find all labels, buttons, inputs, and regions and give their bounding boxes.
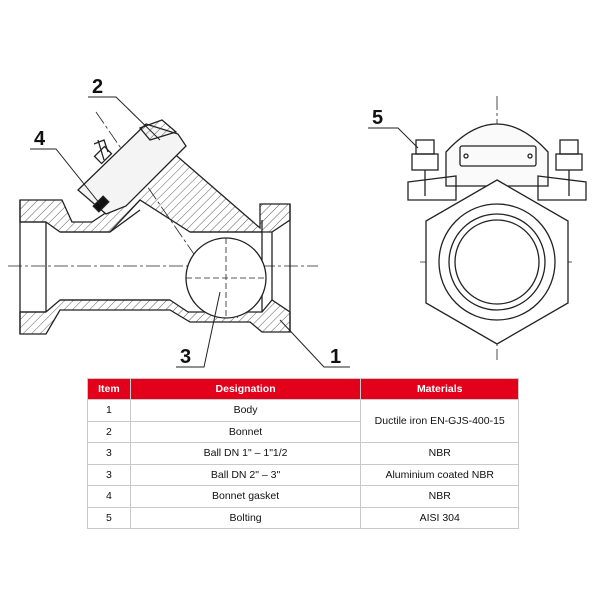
nameplate-rivet-left: [463, 153, 469, 159]
end-bolt-right: [555, 139, 583, 196]
section-view: [8, 96, 350, 368]
nameplate: [459, 145, 537, 167]
end-view: [368, 96, 587, 360]
bolt-nut: [93, 145, 113, 165]
inner-thread-ring: [448, 213, 546, 311]
leader-4: [30, 148, 101, 205]
spec-table: Item Designation Materials 1 Body Ductil…: [87, 378, 519, 529]
row-material: Aluminium coated NBR: [360, 463, 519, 486]
row-material-merged: Ductile iron EN-GJS-400-15: [360, 399, 519, 443]
row-material: NBR: [360, 485, 519, 508]
inner-bore: [60, 209, 262, 301]
valve-drawing: 2 4 3 1 5: [8, 76, 587, 368]
bonnet-dome: [445, 123, 549, 187]
end-bolt-left: [411, 139, 439, 196]
row-item: 3: [87, 463, 131, 486]
left-end: [19, 200, 47, 334]
callout-2: 2: [92, 76, 103, 98]
table-row: 4 Bonnet gasket NBR: [87, 485, 519, 508]
leader-1: [279, 319, 350, 368]
row-item: 4: [87, 485, 131, 508]
table-row: 3 Ball DN 2" – 3" Aluminium coated NBR: [87, 463, 519, 486]
table-header-row: Item Designation Materials: [87, 378, 519, 400]
row-material: NBR: [360, 442, 519, 465]
table-row: 5 Bolting AISI 304: [87, 506, 519, 529]
row-item: 2: [87, 420, 131, 443]
row-item: 3: [87, 442, 131, 465]
leader-3: [176, 291, 221, 368]
hex-end: [425, 179, 569, 345]
outer-thread-ring: [438, 203, 556, 321]
header-materials: Materials: [360, 378, 519, 400]
row-item: 5: [87, 506, 131, 529]
flange-tab-right: [537, 175, 587, 201]
header-designation: Designation: [129, 378, 362, 400]
header-item: Item: [87, 378, 131, 400]
table-row: 1 Body Ductile iron EN-GJS-400-15: [87, 399, 519, 443]
bonnet: [77, 123, 187, 215]
row-item: 1: [87, 399, 131, 422]
flange-tab-left: [407, 175, 457, 201]
callout-4: 4: [34, 128, 46, 150]
callout-1: 1: [330, 346, 341, 368]
callout-5: 5: [372, 107, 383, 129]
row-designation: Bonnet gasket: [129, 485, 362, 508]
row-designation: Bolting: [129, 506, 362, 529]
row-designation: Ball DN 1" – 1"1/2: [129, 442, 362, 465]
row-designation: Bonnet: [129, 420, 362, 443]
table-row: 3 Ball DN 1" – 1"1/2 NBR: [87, 442, 519, 465]
bore: [454, 219, 540, 305]
nameplate-rivet-right: [527, 153, 533, 159]
row-material: AISI 304: [360, 506, 519, 529]
callout-3: 3: [180, 346, 191, 368]
leader-2: [88, 96, 161, 141]
row-designation: Ball DN 2" – 3": [129, 463, 362, 486]
row-designation: Body: [129, 399, 362, 422]
leader-5: [368, 127, 419, 149]
bonnet-cap-hatch: [138, 119, 178, 141]
